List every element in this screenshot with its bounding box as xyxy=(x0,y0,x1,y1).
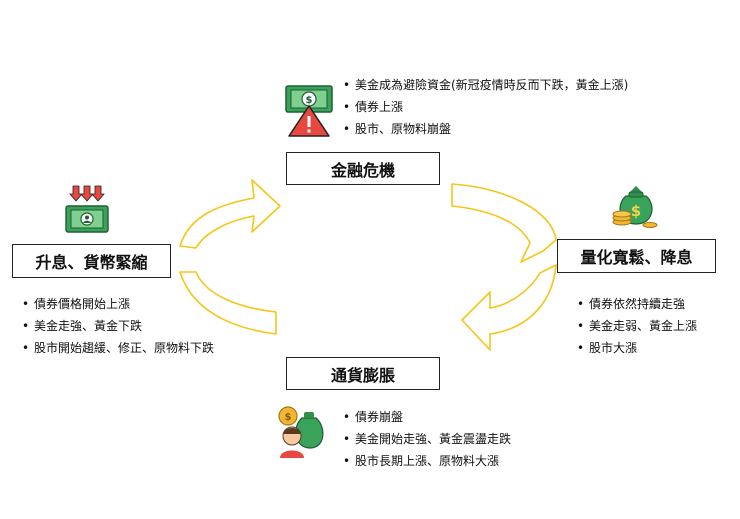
arrow-right-bottom xyxy=(461,264,557,351)
list-inflation: 債券崩盤 美金開始走強、黃金震盪走跌 股市長期上漲、原物料大漲 xyxy=(343,406,511,472)
node-quantitative-easing: 量化寬鬆、降息 xyxy=(557,239,716,273)
list-item: 美金走弱、黃金上漲 xyxy=(577,315,697,337)
list-item: 股市、原物料崩盤 xyxy=(343,118,628,140)
list-item: 美金走強、黃金下跌 xyxy=(22,315,214,337)
list-quantitative-easing: 債券依然持續走強 美金走弱、黃金上漲 股市大漲 xyxy=(577,293,697,359)
list-rate-hike: 債券價格開始上漲 美金走強、黃金下跌 股市開始趨緩、修正、原物料下跌 xyxy=(22,293,214,359)
node-financial-crisis: 金融危機 xyxy=(286,152,440,185)
arrow-top-right xyxy=(451,183,557,263)
money-down-arrows-icon xyxy=(65,185,109,233)
svg-text:$: $ xyxy=(285,412,292,423)
list-item: 債券崩盤 xyxy=(343,406,511,428)
list-item: 美金成為避險資金(新冠疫情時反而下跌，黃金上漲) xyxy=(343,74,628,96)
coins-money-bag-icon: $ xyxy=(612,186,658,228)
node-inflation: 通貨膨脹 xyxy=(286,357,440,390)
person-money-bag-icon: $ xyxy=(278,406,324,458)
svg-text:$: $ xyxy=(306,95,313,106)
list-item: 股市開始趨緩、修正、原物料下跌 xyxy=(22,337,214,359)
list-item: 債券價格開始上漲 xyxy=(22,293,214,315)
node-rate-hike: 升息、貨幣緊縮 xyxy=(12,244,171,278)
list-item: 債券上漲 xyxy=(343,96,628,118)
svg-text:$: $ xyxy=(631,202,641,220)
arrow-bottom-left xyxy=(179,271,277,335)
arrow-left-top xyxy=(179,179,281,249)
list-item: 債券依然持續走強 xyxy=(577,293,697,315)
list-item: 股市長期上漲、原物料大漲 xyxy=(343,450,511,472)
list-financial-crisis: 美金成為避險資金(新冠疫情時反而下跌，黃金上漲) 債券上漲 股市、原物料崩盤 xyxy=(343,74,628,140)
list-item: 股市大漲 xyxy=(577,337,697,359)
list-item: 美金開始走強、黃金震盪走跌 xyxy=(343,428,511,450)
money-warning-icon: $ xyxy=(285,85,333,137)
